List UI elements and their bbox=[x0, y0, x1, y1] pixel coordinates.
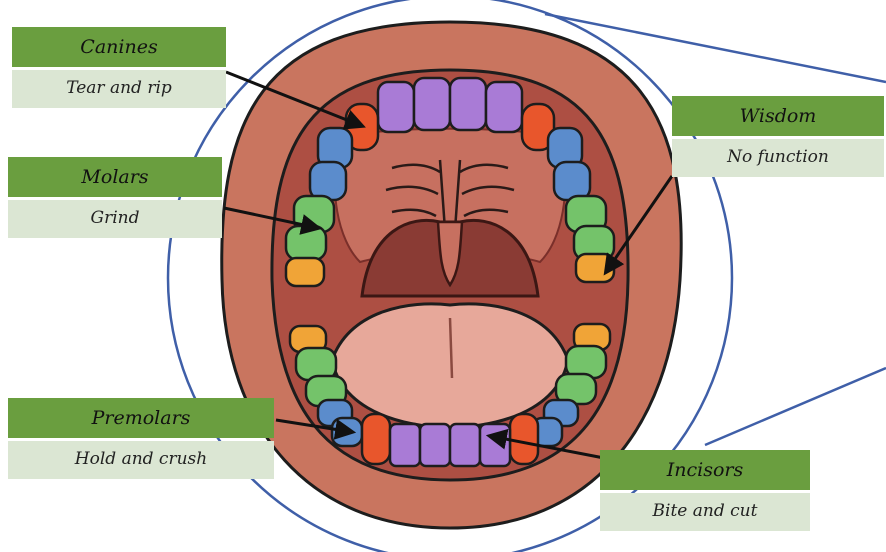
canines-name: Canines bbox=[12, 27, 226, 67]
projection-line-bottom bbox=[705, 368, 886, 445]
upper-incisor bbox=[450, 78, 486, 130]
molars-name: Molars bbox=[8, 157, 222, 197]
upper-incisor bbox=[414, 78, 450, 130]
lower-incisor bbox=[450, 424, 480, 466]
lower-incisor bbox=[420, 424, 450, 466]
premolars-function: Hold and crush bbox=[8, 441, 274, 479]
upper-premolar bbox=[310, 162, 346, 200]
wisdom-label: Wisdom No function bbox=[672, 96, 884, 177]
upper-premolar bbox=[554, 162, 590, 200]
upper-molar bbox=[286, 226, 326, 260]
upper-incisor bbox=[378, 82, 414, 132]
molars-label: Molars Grind bbox=[8, 157, 222, 238]
molars-function: Grind bbox=[8, 200, 222, 238]
lower-canine bbox=[510, 414, 538, 464]
incisors-function: Bite and cut bbox=[600, 493, 810, 531]
lower-incisor bbox=[480, 424, 510, 466]
wisdom-name: Wisdom bbox=[672, 96, 884, 136]
canines-label: Canines Tear and rip bbox=[12, 27, 226, 108]
lower-incisor bbox=[390, 424, 420, 466]
canines-function: Tear and rip bbox=[12, 70, 226, 108]
upper-incisor bbox=[486, 82, 522, 132]
lower-canine bbox=[362, 414, 390, 464]
premolars-label: Premolars Hold and crush bbox=[8, 398, 274, 479]
premolars-name: Premolars bbox=[8, 398, 274, 438]
wisdom-function: No function bbox=[672, 139, 884, 177]
incisors-label: Incisors Bite and cut bbox=[600, 450, 810, 531]
incisors-name: Incisors bbox=[600, 450, 810, 490]
upper-wisdom bbox=[286, 258, 324, 286]
